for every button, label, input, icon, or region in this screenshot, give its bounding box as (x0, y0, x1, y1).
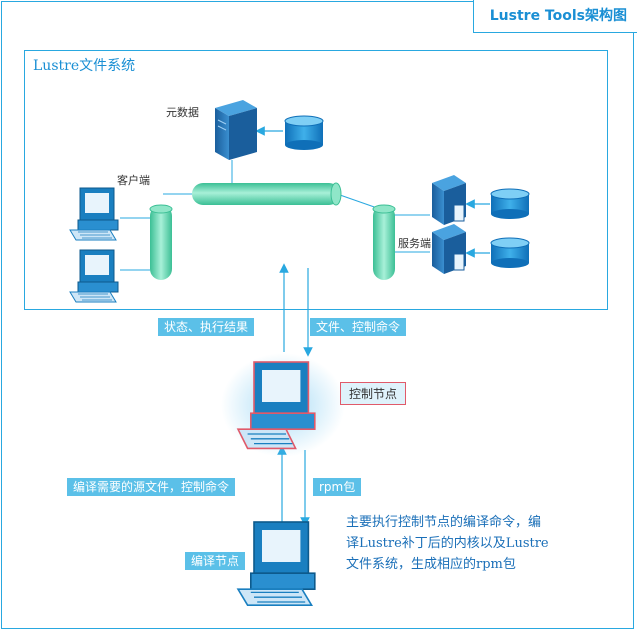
flow-arrows (277, 263, 313, 527)
server-icon (432, 224, 466, 274)
connector-lines (120, 160, 430, 271)
compile-node-computer-icon (237, 521, 316, 607)
diagram-title: Lustre Tools架构图 (472, 0, 637, 33)
lustre-filesystem-label: Lustre文件系统 (33, 58, 136, 74)
description-line: 主要执行控制节点的编译命令，编 (346, 515, 542, 530)
description-line: 译Lustre补丁后的内核以及Lustre (346, 536, 549, 551)
compile-node-description: 主要执行控制节点的编译命令，编 译Lustre补丁后的内核以及Lustre 文件… (346, 512, 616, 575)
server-pipe (372, 204, 396, 280)
file-command-tag: 文件、控制命令 (310, 318, 407, 336)
control-node-label: 控制节点 (340, 382, 407, 405)
client-computer-icon (69, 187, 119, 241)
disk-arrows (255, 126, 490, 258)
server-icon (432, 175, 466, 225)
client-computer-icon (69, 249, 119, 303)
source-command-tag: 编译需要的源文件，控制命令 (67, 478, 236, 496)
control-node-computer-icon (221, 353, 345, 457)
server-disk-icon (490, 237, 530, 268)
client-label: 客户端 (117, 174, 150, 187)
client-pipe (149, 204, 173, 280)
compile-node-label: 编译节点 (185, 552, 246, 570)
server-label: 服务端 (398, 237, 431, 250)
description-line: 文件系统，生成相应的rpm包 (346, 557, 516, 572)
status-result-tag: 状态、执行结果 (158, 318, 255, 336)
network-bus (192, 182, 342, 206)
metadata-disk-icon (284, 115, 324, 150)
metadata-label: 元数据 (166, 106, 199, 119)
metadata-server-icon (215, 100, 257, 160)
rpm-tag: rpm包 (313, 478, 362, 496)
server-disk-icon (490, 188, 530, 219)
